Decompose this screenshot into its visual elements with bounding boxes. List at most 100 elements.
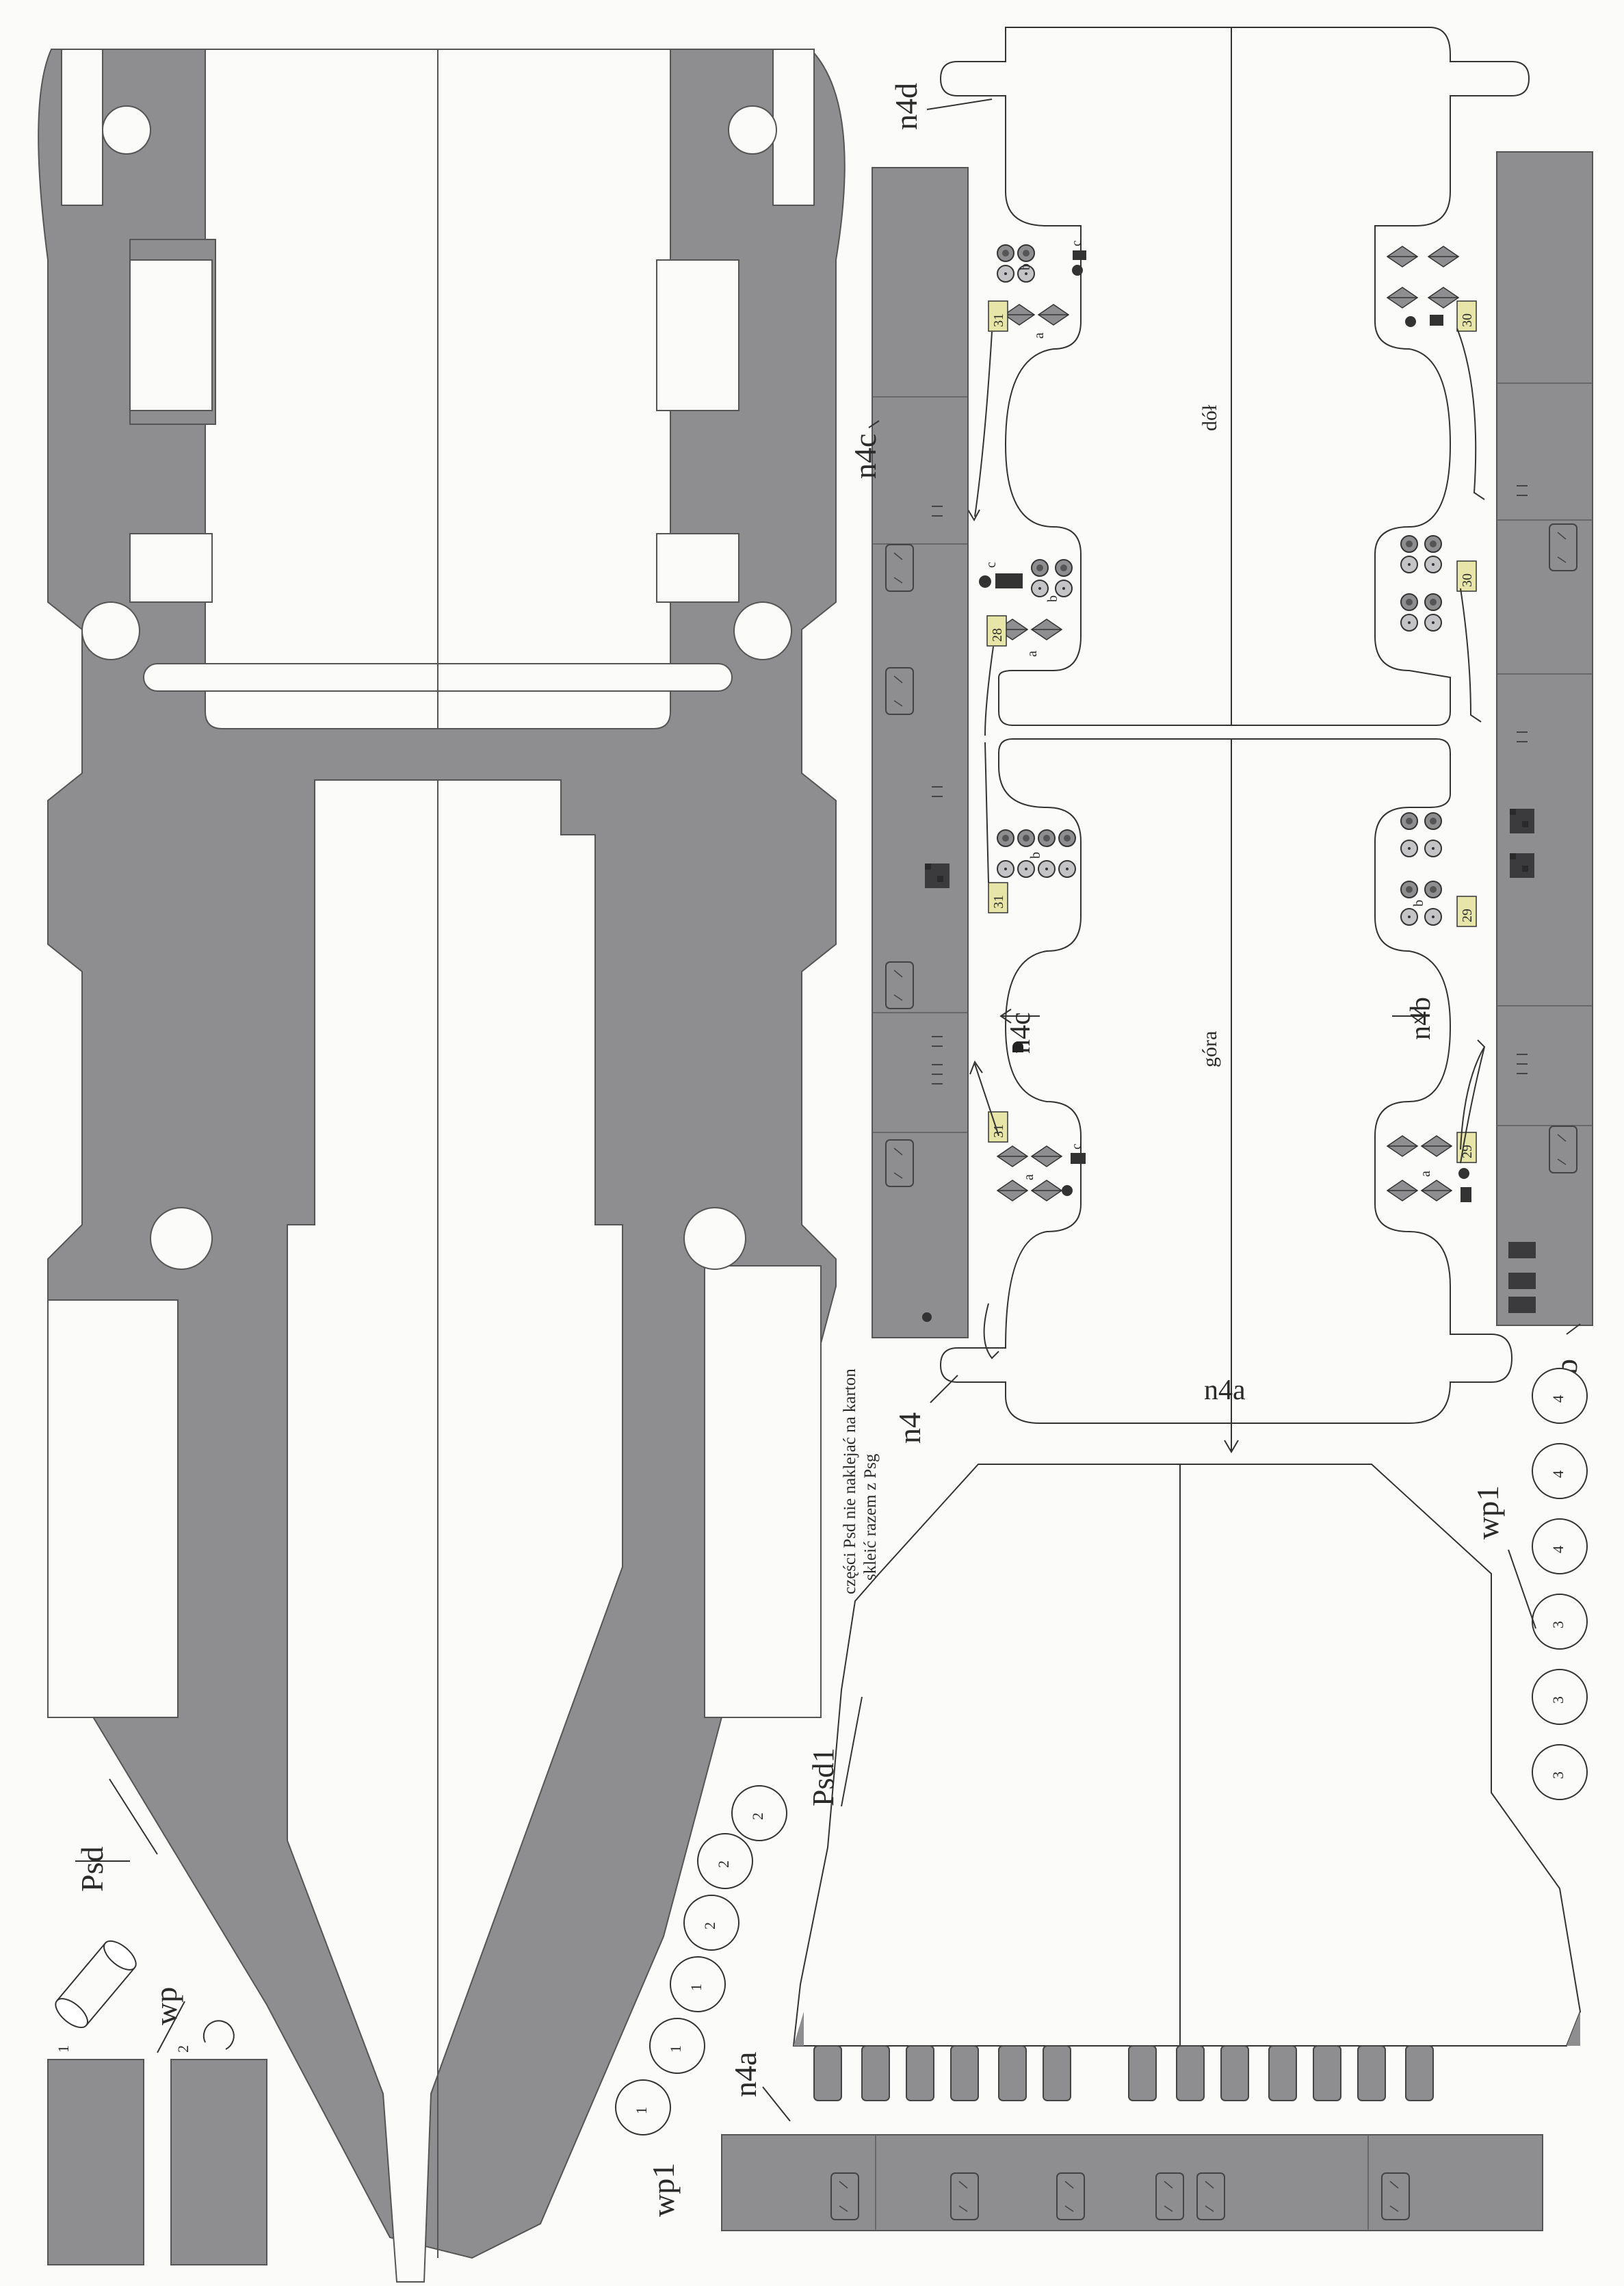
- part-n4b: n4b: [1496, 151, 1593, 1406]
- disc-2c: 2: [731, 1785, 787, 1841]
- psd1-corner-left: [794, 2012, 804, 2046]
- letter-a-31bot: a: [1021, 1174, 1036, 1180]
- part-n4c: n4c: [848, 167, 969, 1338]
- svg-text:2: 2: [715, 1860, 732, 1868]
- detail-group-30-top: 30: [1387, 246, 1477, 332]
- svg-text:3: 3: [1549, 1696, 1567, 1704]
- letter-b-29: b: [1411, 900, 1426, 907]
- disc-4b: 4: [1532, 1443, 1588, 1499]
- assembly-note: części Psd nie naklejać na karton skleić…: [841, 1368, 880, 1594]
- note-line-1: części Psd nie naklejać na karton: [841, 1368, 859, 1594]
- disc-4c: 4: [1532, 1368, 1588, 1424]
- n4c-arrow-icon: [999, 1009, 1040, 1024]
- psd-notch-right-top: [728, 105, 777, 155]
- note-line-2: skleić razem z Psg: [861, 1453, 880, 1581]
- letter-a: a: [1032, 333, 1047, 339]
- psd1-outline: [792, 1464, 1582, 2047]
- wp1-label-bottom: wp1: [646, 2163, 681, 2217]
- svg-text:2: 2: [749, 1813, 766, 1820]
- tag-29-top: [1456, 896, 1477, 927]
- psd-notch-right-low: [683, 1207, 746, 1270]
- letter-c-31bot: c: [1069, 1143, 1084, 1150]
- letter-b-28: b: [1045, 595, 1060, 602]
- detail-group-30-bottom: 30: [1400, 535, 1477, 632]
- svg-text:1: 1: [633, 2107, 650, 2114]
- part-wp: 1 2 wp: [47, 1940, 267, 2265]
- tag-31-bottom: [988, 1111, 1008, 1143]
- svg-text:3: 3: [1549, 1771, 1567, 1779]
- wp-cylinder-icon: [55, 1940, 137, 2029]
- psd-hole-right: [733, 601, 792, 660]
- disc-1c: 1: [670, 1956, 726, 2012]
- svg-text:4: 4: [1549, 1395, 1567, 1403]
- part-psd: Psd: [38, 49, 846, 2283]
- tag-31-mid-text: 31: [991, 895, 1006, 909]
- wp-flap-number-2: 2: [174, 2045, 192, 2053]
- psd1-leader: [841, 1696, 863, 1807]
- tag-31-top-text: 31: [991, 313, 1006, 327]
- tag-31-top: [988, 300, 1008, 332]
- tag-30-bottom-text: 30: [1460, 573, 1475, 587]
- tag-28-text: 28: [990, 628, 1005, 642]
- detail-group-29-bottom: a 29: [1387, 1132, 1477, 1202]
- wp1-label-right: wp1: [1470, 1485, 1505, 1540]
- psd-white-areas: [47, 49, 822, 2283]
- n4b-strip: [1496, 151, 1593, 1326]
- disc-1a: 1: [615, 2079, 671, 2135]
- wp1-leader-right: [1508, 1549, 1536, 1629]
- wp-label: wp: [148, 1987, 183, 2025]
- n4b-leader: [1566, 1323, 1581, 1335]
- letter-a-28: a: [1025, 651, 1040, 657]
- psd-leader: [109, 1778, 158, 1855]
- svg-text:2: 2: [701, 1922, 718, 1930]
- psd-notch-left-top: [102, 105, 151, 155]
- detail-group-28: c b a 28: [979, 559, 1073, 657]
- wp-leader: [157, 2001, 185, 2053]
- connection-arrows: [967, 328, 1486, 1360]
- wp-flap-1: [47, 2059, 144, 2265]
- psd-hole-left: [81, 601, 140, 660]
- n4a-strip: [721, 2134, 1543, 2231]
- detail-group-29-top: b 29: [1400, 812, 1477, 927]
- tag-29-top-text: 29: [1460, 909, 1475, 922]
- svg-text:1: 1: [667, 2045, 684, 2053]
- disc-3b: 3: [1532, 1669, 1588, 1725]
- n4a-tabs: [813, 2045, 1434, 2101]
- svg-text:4: 4: [1549, 1470, 1567, 1478]
- n4c-leader: [868, 420, 880, 428]
- detail-group-31-mid: b 31: [988, 829, 1076, 913]
- psd-label: Psd: [75, 1847, 109, 1892]
- tag-31-bottom-text: 31: [991, 1124, 1006, 1138]
- part-psd1: Psd1: [792, 1464, 1582, 2047]
- curl-arrow-icon: [202, 2020, 235, 2050]
- letter-c: c: [1069, 240, 1084, 246]
- n4a-arrow-icon: [1224, 1410, 1239, 1453]
- svg-text:4: 4: [1549, 1546, 1567, 1553]
- n4d-label: n4d: [889, 83, 924, 130]
- psd1-corner-right: [1567, 2012, 1580, 2046]
- disc-2b: 2: [697, 1833, 753, 1889]
- disc-3c: 3: [1532, 1594, 1588, 1650]
- disc-4a: 4: [1532, 1518, 1588, 1574]
- tag-31-mid: [988, 882, 1008, 913]
- tag-30-top: [1456, 300, 1477, 332]
- svg-text:3: 3: [1549, 1621, 1567, 1628]
- disc-1b: 1: [649, 2018, 705, 2074]
- n4-label: n4: [892, 1412, 927, 1444]
- wp-flap-2: [170, 2059, 267, 2265]
- n4b-arrow-icon: [1392, 1009, 1426, 1024]
- tag-28: [986, 615, 1007, 647]
- n4-outline: [939, 27, 1530, 726]
- n4c-dot: [922, 1312, 932, 1322]
- wp1-discs-bottom: 1 1 1 2 2 2 wp1: [615, 1785, 787, 2217]
- detail-group-31-bottom: a c 31: [988, 1111, 1086, 1202]
- letter-b-31mid: b: [1028, 852, 1043, 859]
- n4b-arrow-label: n4b: [1405, 997, 1437, 1040]
- dol-label: dół: [1199, 404, 1221, 431]
- n4-leader: [930, 1375, 958, 1403]
- psd1-label: Psd1: [807, 1748, 840, 1806]
- psd-notch-left-low: [150, 1207, 213, 1270]
- disc-2a: 2: [683, 1895, 739, 1951]
- svg-text:1: 1: [687, 1984, 705, 1991]
